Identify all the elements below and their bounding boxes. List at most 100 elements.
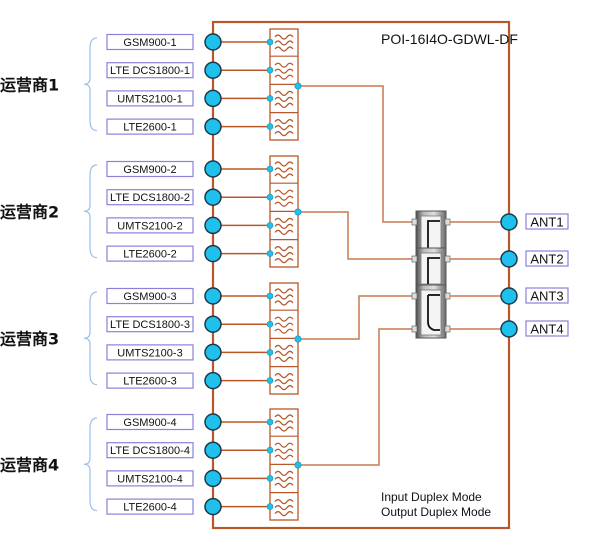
input-port-row: GSM900-3 [106, 287, 294, 306]
input-port-row: UMTS2100-3 [106, 337, 298, 362]
antenna-label-box [525, 250, 569, 267]
input-connector[interactable] [204, 61, 222, 79]
antenna-port-1: ANT1 [450, 213, 569, 231]
group-brace [83, 164, 98, 259]
filter-wave-stroke [274, 470, 294, 476]
input-connector[interactable] [204, 89, 222, 108]
filter-wave-stroke [274, 344, 294, 350]
hybrid-pin [444, 218, 451, 226]
mode-label-input: Input Duplex Mode [381, 490, 482, 504]
hybrid-coupler-1 [415, 210, 447, 252]
input-connector[interactable] [204, 216, 222, 235]
antenna-connector[interactable] [500, 320, 518, 338]
filter-wave-stroke [274, 102, 294, 108]
filter-input-node [266, 320, 274, 328]
filter-wave-stroke [274, 414, 294, 420]
filter-input-node [266, 222, 274, 229]
filter-wave-stroke [274, 373, 294, 379]
group-brace [83, 37, 98, 132]
filter-wave-stroke [274, 223, 294, 229]
bandpass-filter-icon [274, 189, 294, 207]
filter-wave-stroke [274, 62, 294, 68]
bandpass-filter-icon [274, 288, 294, 306]
antenna-label: ANT1 [530, 215, 563, 230]
port-label: LTE2600-3 [123, 376, 177, 388]
combiner-to-hybrid-trace-1 [298, 85, 416, 223]
combiner-output-node [294, 335, 302, 343]
filter-wave-stroke [274, 246, 294, 252]
input-port-row: LTE2600-3 [106, 366, 298, 391]
filter-wave-stroke [274, 328, 294, 334]
filter-input-node [266, 418, 274, 426]
bandpass-filter-icon [274, 246, 294, 264]
bandpass-filter-icon [274, 373, 294, 391]
filter-wave-stroke [274, 454, 294, 460]
port-label: LTE DCS1800-1 [110, 65, 190, 77]
port-label: LTE2600-1 [123, 122, 177, 134]
input-port-row: UMTS2100-4 [106, 463, 298, 488]
port-label: LTE2600-4 [123, 502, 177, 514]
filter-wave-stroke [274, 448, 294, 454]
port-label-box [106, 372, 194, 389]
filter-wave-stroke [274, 350, 294, 356]
input-port-row: UMTS2100-1 [106, 83, 298, 108]
filter-wave-stroke [274, 90, 294, 96]
port-label: UMTS2100-2 [117, 220, 182, 232]
input-connector[interactable] [204, 371, 222, 390]
input-connector[interactable] [204, 497, 222, 516]
port-label-box [106, 189, 194, 206]
bandpass-filter-icon [274, 470, 294, 488]
port-label-box [106, 33, 194, 51]
filter-wave-stroke [274, 195, 294, 201]
antenna-connector[interactable] [500, 250, 518, 268]
port-label: LTE DCS1800-2 [110, 192, 190, 204]
input-port-row: LTE DCS1800-1 [106, 55, 298, 80]
input-port-row: UMTS2100-2 [106, 210, 298, 235]
input-connector[interactable] [204, 287, 222, 305]
hybrid-pin [411, 292, 418, 300]
filter-wave-stroke [274, 322, 294, 328]
input-connector[interactable] [204, 160, 222, 178]
port-label-box [106, 118, 194, 135]
filter-wave-stroke [274, 511, 294, 517]
antenna-connector[interactable] [500, 213, 518, 231]
port-label: GSM900-1 [123, 37, 176, 49]
filter-input-node [266, 165, 274, 173]
filter-input-node [266, 250, 274, 257]
port-label-box [106, 498, 194, 515]
input-connector[interactable] [204, 315, 222, 333]
hybrid-pin [444, 292, 451, 300]
input-connector[interactable] [204, 343, 222, 362]
bandpass-filter-icon [274, 90, 294, 108]
input-port-row: LTE DCS1800-2 [106, 182, 298, 207]
coupler-arrow-icon [427, 295, 440, 331]
antenna-connector[interactable] [500, 287, 518, 305]
combiner-output-node [294, 208, 302, 216]
group-brace [83, 291, 98, 386]
port-label: GSM900-2 [123, 164, 176, 176]
port-label-box [106, 413, 194, 431]
port-label-box [106, 442, 194, 459]
port-label: LTE DCS1800-3 [110, 319, 190, 331]
filter-input-node [266, 66, 274, 74]
port-label-box [106, 470, 194, 487]
combiner-to-hybrid-trace-2 [298, 211, 416, 260]
filter-wave-stroke [274, 201, 294, 207]
input-connector[interactable] [204, 117, 222, 136]
input-connector[interactable] [204, 413, 222, 431]
port-label: GSM900-3 [123, 291, 176, 303]
input-connector[interactable] [204, 244, 222, 263]
filter-wave-stroke [274, 252, 294, 258]
filter-wave-stroke [274, 229, 294, 235]
filter-wave-stroke [274, 420, 294, 426]
input-connector[interactable] [204, 33, 222, 51]
filter-wave-stroke [274, 68, 294, 74]
input-connector[interactable] [204, 441, 222, 459]
bandpass-filter-icon [274, 344, 294, 362]
input-connector[interactable] [204, 469, 222, 488]
antenna-label-box [525, 213, 569, 230]
operator-label: 运营商2 [0, 202, 59, 221]
input-connector[interactable] [204, 188, 222, 206]
port-label-box [106, 217, 194, 234]
